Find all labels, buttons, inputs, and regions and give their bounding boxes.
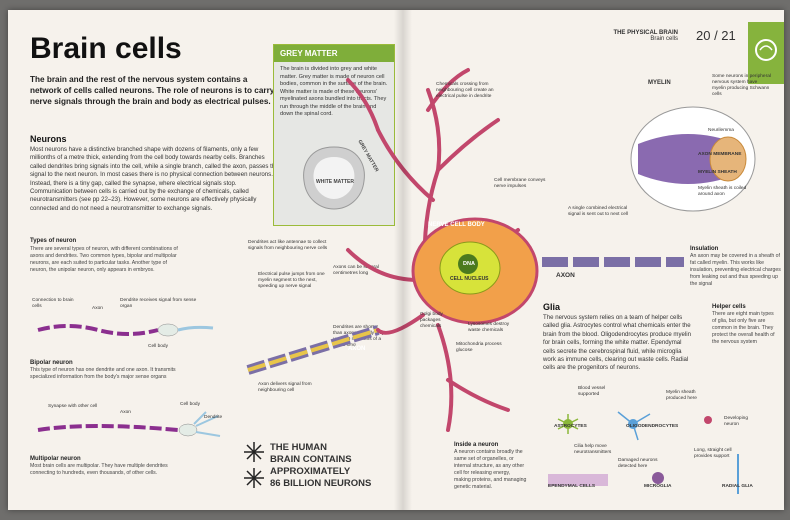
book-spread: Brain cells The brain and the rest of th…	[8, 10, 784, 510]
glia-heading: Glia	[543, 302, 561, 312]
note-blood-vessel: Blood vessel supported	[578, 386, 606, 397]
callout-line-2: BRAIN CONTAINS	[270, 453, 352, 465]
page-numbers: 20 / 21	[696, 28, 736, 43]
label-cell-membrane: Cell membrane conveys nerve impulses	[494, 178, 546, 189]
label-connection: Connection to brain cells	[32, 298, 74, 309]
glia-paragraph: The nervous system relies on a team of h…	[543, 314, 692, 372]
neurons-paragraph: Most neurons have a distinctive branched…	[30, 146, 279, 212]
label-myelin-sheath: MYELIN SHEATH	[698, 170, 737, 175]
note-cilia: Cilia help move neurotransmitters	[574, 444, 612, 455]
label-electrical-pulse: Electrical pulse jumps from one myelin s…	[258, 272, 325, 289]
ependymal-label: EPENDYMAL CELLS	[548, 484, 596, 489]
intro-paragraph: The brain and the rest of the nervous sy…	[30, 75, 275, 107]
grey-matter-box: GREY MATTER The brain is divided into gr…	[273, 44, 395, 226]
unipolar-neuron-illustration	[37, 323, 214, 337]
label-mitochondria: Mitochondria process glucose	[456, 342, 502, 353]
label-dendrite-multi: Dendrite	[204, 415, 223, 420]
running-header: THE PHYSICAL BRAIN Brain cells	[568, 30, 678, 42]
oligodendrocytes-label: OLIGODENDROCYTES	[626, 424, 679, 429]
section-name: THE PHYSICAL BRAIN	[613, 30, 678, 36]
label-myelin-coiled: Myelin sheath is coiled around axon	[698, 186, 747, 197]
label-axon-membrane: AXON MEMBRANE	[698, 152, 742, 157]
brain-head-icon	[755, 39, 777, 61]
label-axon-delivers: Axon delivers signal from neighbouring c…	[258, 382, 312, 393]
neurons-heading: Neurons	[30, 134, 67, 144]
label-axons-long: Axons can be several centimetres long	[333, 265, 379, 276]
multipolar-heading: Multipolar neuron	[30, 456, 81, 462]
nucleus-label: CELL NUCLEUS	[450, 276, 489, 282]
multipolar-neuron-illustration	[37, 411, 221, 437]
label-lysosomes: Lysosomes destroy waste chemicals	[468, 322, 510, 333]
note-developing-neuron: Developing neuron	[724, 416, 749, 427]
axon-illustration	[542, 257, 684, 267]
radial-glia-label: RADIAL GLIA	[722, 484, 753, 489]
inside-neuron-paragraph: A neuron contains broadly the same set o…	[454, 449, 527, 491]
page-title: Brain cells	[30, 32, 182, 65]
label-axon-uni: Axon	[92, 306, 103, 311]
label-schwann: Some neurons in peripheral nervous syste…	[712, 74, 771, 97]
nerve-cell-body-illustration	[411, 217, 539, 325]
callout-line-4: 86 BILLION NEURONS	[270, 477, 372, 489]
axon-label-right: AXON	[556, 272, 575, 279]
book-gutter	[394, 10, 412, 510]
glia-cells-illustration	[548, 411, 739, 494]
insulation-heading: Insulation	[690, 246, 719, 252]
insulation-paragraph: An axon may be covered in a sheath of fa…	[690, 253, 781, 288]
label-chemicals-crossing: Chemicals crossing from neighbouring cel…	[436, 82, 494, 99]
svg-text:AXON: AXON	[348, 346, 365, 352]
section-subtitle: Brain cells	[650, 36, 678, 42]
helper-cells-paragraph: There are eight main types of glia, but …	[712, 311, 775, 346]
microglia-label: MICROGLIA	[644, 484, 672, 489]
label-single-signal: A single combined electrical signal is s…	[568, 206, 628, 217]
cell-body-label: NERVE CELL BODY	[428, 222, 485, 228]
label-cell-body-multi: Cell body	[180, 402, 200, 407]
chapter-tab	[748, 22, 784, 84]
neuron-star-icon	[244, 442, 264, 488]
neuron-count-callout: THE HUMAN BRAIN CONTAINS APPROXIMATELY 8…	[270, 442, 371, 490]
note-myelin-produced: Myelin sheath produced here	[666, 390, 697, 401]
callout-line-3: APPROXIMATELY	[270, 465, 351, 477]
label-dendrite-receives: Dendrite receives signal from sense orga…	[120, 298, 197, 309]
label-synapse: Synapse with other cell	[48, 404, 98, 409]
note-long-cell: Long, straight cell provides support	[694, 448, 732, 459]
dna-label: DNA	[463, 261, 475, 267]
grey-matter-title: GREY MATTER	[274, 45, 394, 62]
types-paragraph: There are several types of neuron, with …	[30, 246, 178, 274]
bipolar-heading: Bipolar neuron	[30, 360, 73, 366]
callout-line-1: THE HUMAN	[270, 442, 327, 453]
grey-matter-text: The brain is divided into grey and white…	[280, 66, 388, 118]
brain-cross-section-illustration	[303, 146, 365, 210]
helper-cells-heading: Helper cells	[712, 304, 746, 310]
astrocytes-label: ASTROCYTES	[554, 424, 587, 429]
label-dendrites-antennae: Dendrites act like antennae to collect s…	[248, 240, 328, 251]
label-neurilemma: Neurilemma	[708, 128, 734, 133]
white-matter-label: WHITE MATTER	[316, 179, 354, 185]
bipolar-paragraph: This type of neuron has one dendrite and…	[30, 367, 176, 381]
note-damaged-neurons: Damaged neurons detected here	[618, 458, 658, 469]
label-golgi: Golgi body packages chemicals	[420, 312, 443, 329]
label-cell-body-uni: Cell body	[148, 344, 168, 349]
multipolar-paragraph: Most brain cells are multipolar. They ha…	[30, 463, 168, 477]
inside-neuron-heading: Inside a neuron	[454, 442, 499, 448]
myelin-label: MYELIN	[648, 80, 671, 86]
myelin-zoom-illustration	[630, 106, 756, 212]
label-axon-multi: Axon	[120, 410, 131, 415]
types-heading: Types of neuron	[30, 238, 77, 244]
